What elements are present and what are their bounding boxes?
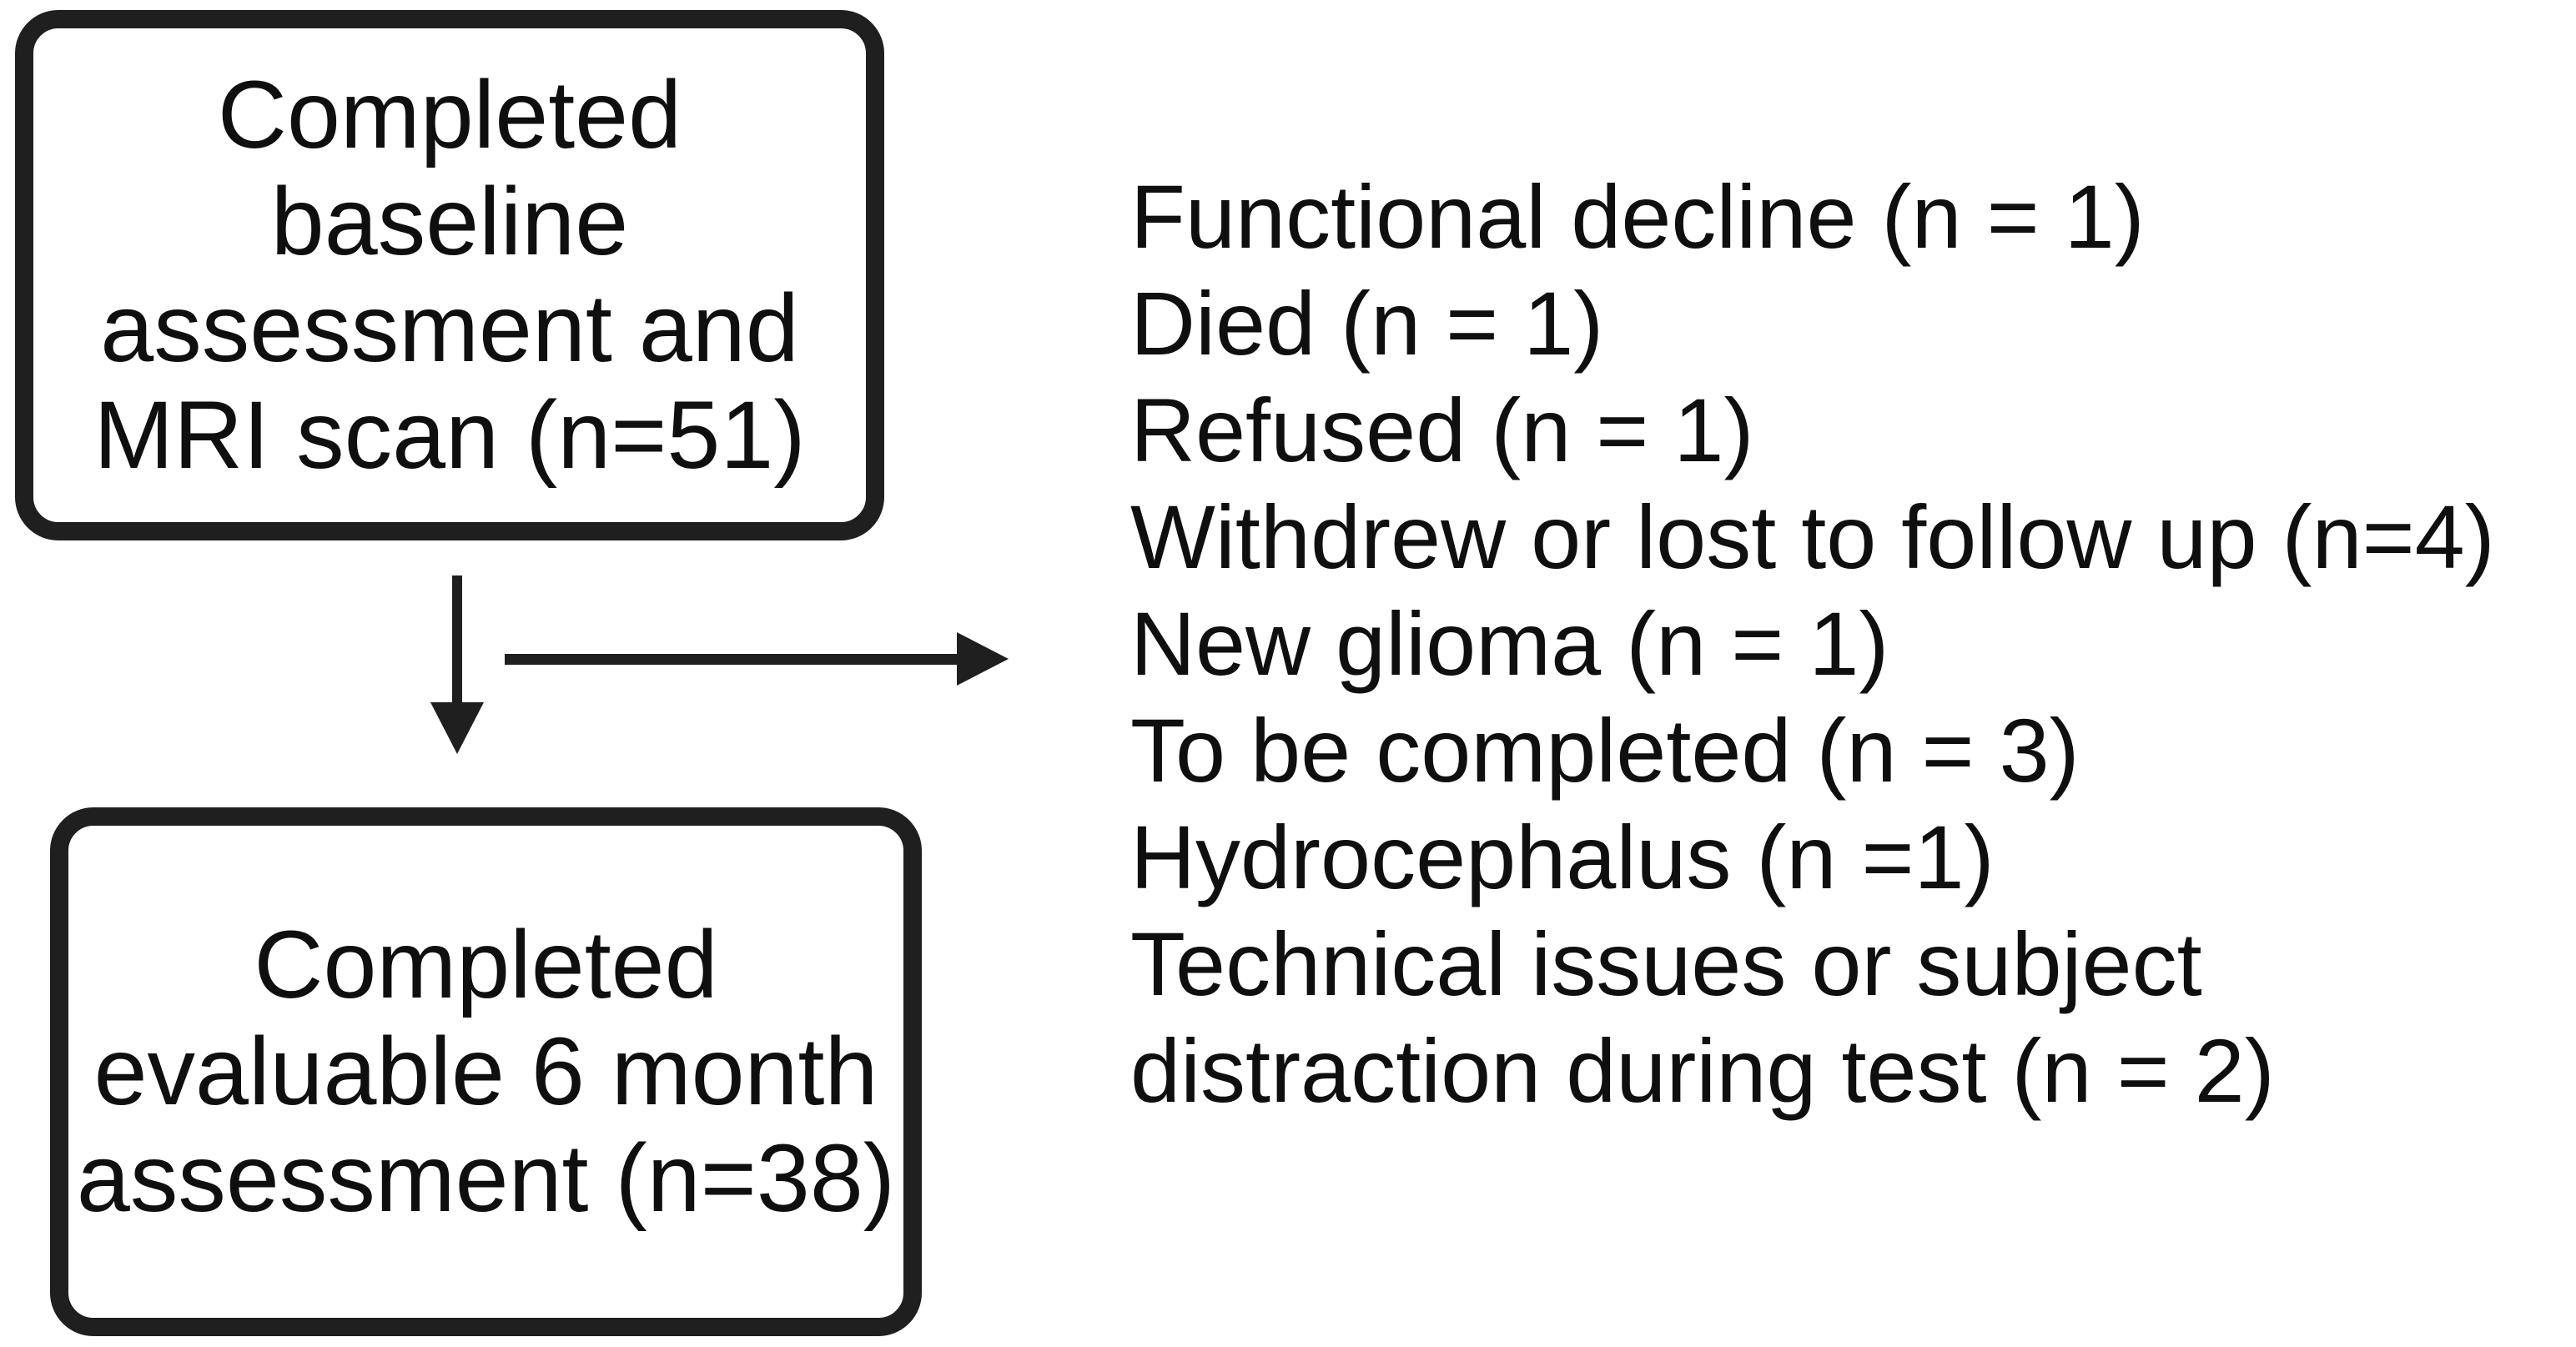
exclusion-list: Functional decline (n = 1) Died (n = 1) … — [1130, 163, 2495, 1124]
six-month-assessment-box: Completed evaluable 6 month assessment (… — [50, 807, 922, 1336]
right-arrow-head-icon — [957, 632, 1009, 686]
exclusion-item: Technical issues or subject — [1130, 913, 2202, 1014]
exclusion-item: Died (n = 1) — [1130, 273, 1604, 374]
baseline-line: baseline — [270, 168, 629, 275]
exclusion-item: Refused (n = 1) — [1130, 379, 1754, 480]
six-month-line: evaluable 6 month — [93, 1018, 878, 1125]
six-month-assessment-label: Completed evaluable 6 month assessment (… — [77, 912, 895, 1232]
six-month-line: Completed — [254, 912, 718, 1018]
exclusion-item: Hydrocephalus (n =1) — [1130, 807, 1995, 907]
baseline-line: Completed — [217, 62, 682, 168]
exclusion-item: To be completed (n = 3) — [1130, 700, 2080, 801]
right-arrow-shaft — [505, 654, 957, 665]
exclusion-item: Functional decline (n = 1) — [1130, 166, 2145, 267]
exclusion-item: distraction during test (n = 2) — [1130, 1020, 2275, 1121]
six-month-line: assessment (n=38) — [76, 1125, 896, 1232]
exclusion-item: Withdrew or lost to follow up (n=4) — [1130, 486, 2495, 587]
exclusion-item: New glioma (n = 1) — [1130, 593, 1889, 694]
down-arrow-head-icon — [430, 702, 484, 754]
baseline-line: MRI scan (n=51) — [93, 382, 806, 489]
baseline-line: assessment and — [100, 275, 799, 382]
baseline-assessment-label: Completed baseline assessment and MRI sc… — [93, 62, 805, 489]
down-arrow-shaft — [452, 575, 462, 702]
baseline-assessment-box: Completed baseline assessment and MRI sc… — [15, 10, 884, 540]
